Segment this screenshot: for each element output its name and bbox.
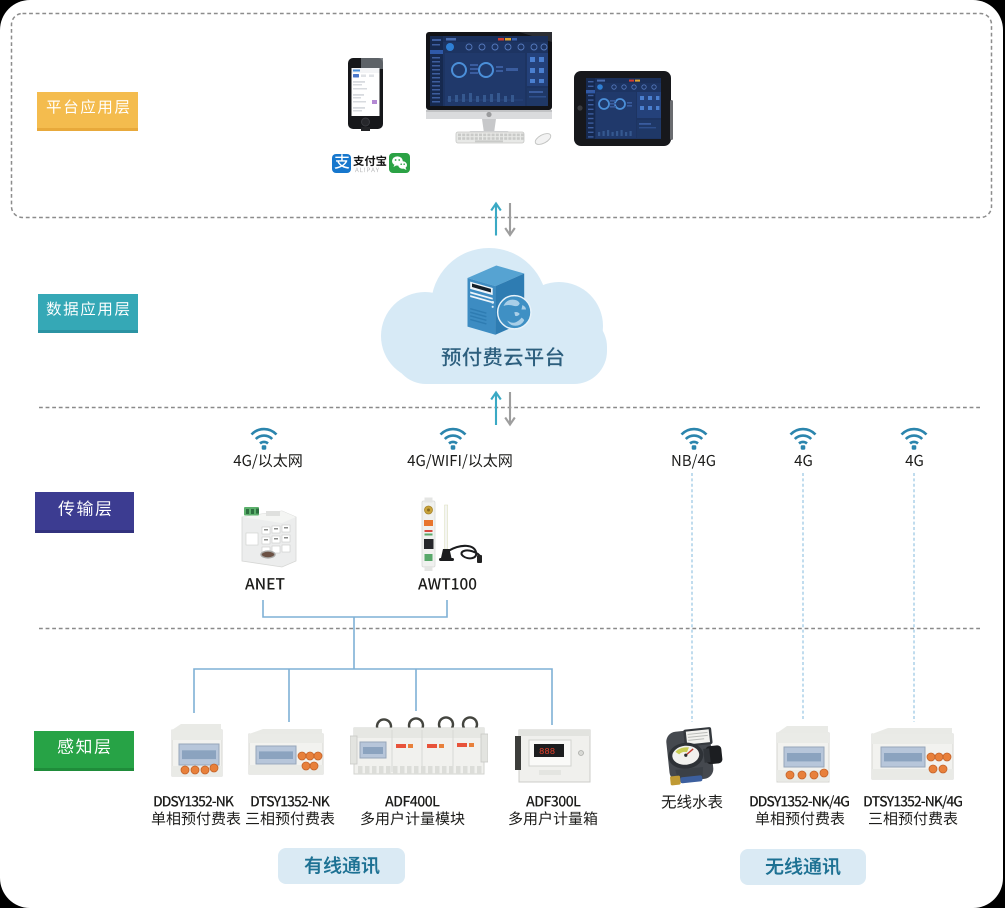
svg-text:888: 888 xyxy=(539,747,555,757)
